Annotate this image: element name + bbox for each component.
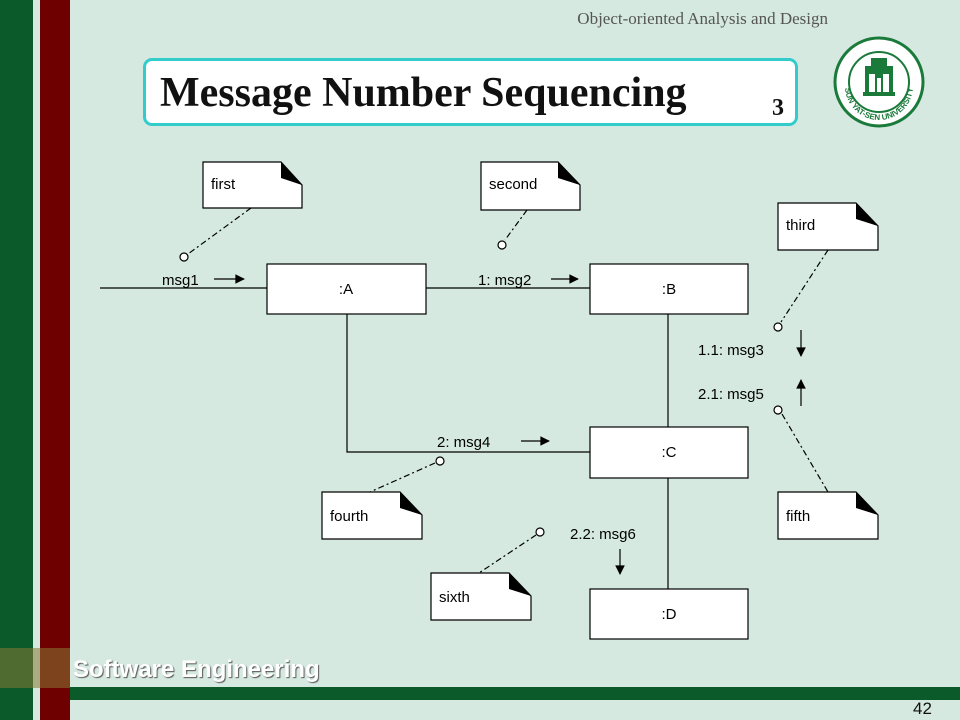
slide-title-subscript: 3 [772,95,784,121]
note-sixth[interactable]: sixth [430,572,532,621]
object-d-label: :D [662,606,677,623]
left-red-bar [40,0,70,720]
message-msg1: msg1 [162,272,245,289]
message-label: 2.1: msg5 [698,386,764,403]
object-a-label: :A [339,281,353,298]
note-fifth[interactable]: fifth [777,491,879,540]
page-number: 42 [913,699,932,718]
links [100,287,669,589]
message-msg6: 2.2: msg6 [570,526,636,575]
message-label: 1: msg2 [478,272,531,289]
message-msg2: 1: msg2 [478,272,579,289]
message-msg4: 2: msg4 [437,434,550,451]
note-text: second [489,176,537,193]
object-b[interactable]: :B [589,263,749,315]
message-msg5: 2.1: msg5 [698,379,806,406]
object-d[interactable]: :D [589,588,749,640]
note-text: third [786,217,815,234]
university-seal-icon: SUN YAT-SEN UNIVERSITY [833,36,925,128]
message-label: 1.1: msg3 [698,342,764,359]
left-green-bar [0,0,33,720]
message-label: 2.2: msg6 [570,526,636,543]
seal-emblem [863,58,895,96]
note-text: first [211,176,236,193]
object-b-label: :B [662,281,676,298]
note-second[interactable]: second [480,161,581,211]
course-title: Object-oriented Analysis and Design [577,9,828,28]
link-a-c [346,314,590,453]
title-box: Message Number Sequencing 3 [143,58,798,126]
object-c-label: :C [662,444,677,461]
message-label: 2: msg4 [437,434,490,451]
note-connectors [179,207,829,574]
note-third[interactable]: third [777,202,879,251]
message-label: msg1 [162,272,199,289]
note-text: fifth [786,508,810,525]
note-fourth[interactable]: fourth [321,491,423,540]
slide-title: Message Number Sequencing [160,70,687,116]
note-text: sixth [439,589,470,606]
object-a[interactable]: :A [266,263,427,315]
message-msg3: 1.1: msg3 [698,330,806,359]
note-text: fourth [330,508,368,525]
note-first[interactable]: first [202,161,303,209]
footer-course: Software Engineering [73,656,320,683]
footer-accent-panel [0,648,70,688]
bottom-green-bar [70,687,960,700]
object-c[interactable]: :C [589,426,749,479]
